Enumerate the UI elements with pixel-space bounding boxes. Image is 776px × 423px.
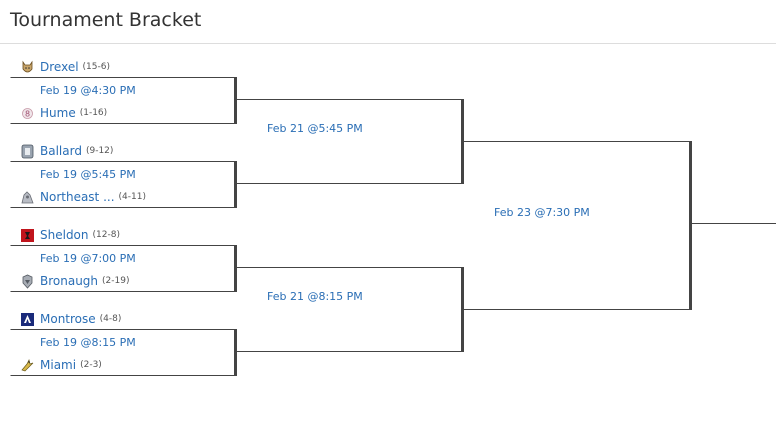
- team-drexel[interactable]: Drexel (15-6): [20, 58, 110, 76]
- montrose-logo-icon: [20, 312, 35, 327]
- svg-text:8: 8: [25, 109, 30, 118]
- team-record: (4-11): [118, 192, 146, 202]
- team-name[interactable]: Hume: [40, 106, 76, 120]
- team-northeast[interactable]: Northeast ... (4-11): [20, 188, 146, 206]
- game-time-r1-1[interactable]: Feb 19 @4:30 PM: [40, 84, 136, 97]
- title-divider: [0, 43, 776, 44]
- game-time-r1-4[interactable]: Feb 19 @8:15 PM: [40, 336, 136, 349]
- game-time-r2-1[interactable]: Feb 21 @5:45 PM: [267, 122, 363, 135]
- team-record: (15-6): [82, 62, 110, 72]
- northeast-logo-icon: [20, 190, 35, 205]
- game-time-r1-3[interactable]: Feb 19 @7:00 PM: [40, 252, 136, 265]
- team-name[interactable]: Bronaugh: [40, 274, 99, 288]
- game-time-r2-2[interactable]: Feb 21 @8:15 PM: [267, 290, 363, 303]
- team-name[interactable]: Miami: [40, 358, 77, 372]
- sheldon-logo-icon: [20, 228, 35, 243]
- game-time-r3-1[interactable]: Feb 23 @7:30 PM: [494, 206, 590, 219]
- team-record: (9-12): [85, 146, 114, 156]
- team-record: (1-16): [79, 108, 108, 118]
- page-title: Tournament Bracket: [10, 9, 202, 31]
- h-logo-icon: 8: [20, 106, 35, 121]
- bronaugh-logo-icon: [20, 274, 35, 289]
- team-bronaugh[interactable]: Bronaugh (2-19): [20, 272, 129, 290]
- ballard-logo-icon: [20, 144, 35, 159]
- team-name[interactable]: Northeast ...: [40, 190, 115, 204]
- team-montrose[interactable]: Montrose (4-8): [20, 310, 121, 328]
- game-time-r1-2[interactable]: Feb 19 @5:45 PM: [40, 168, 136, 181]
- team-sheldon[interactable]: Sheldon (12-8): [20, 226, 120, 244]
- team-record: (12-8): [92, 230, 120, 240]
- r2-bracket-1: [235, 99, 463, 184]
- r3-bracket-1: [462, 141, 691, 310]
- miami-logo-icon: [20, 358, 35, 373]
- team-name[interactable]: Ballard: [40, 144, 82, 158]
- bulldog-logo-icon: [20, 60, 35, 75]
- team-record: (4-8): [99, 314, 122, 324]
- r2-bracket-2: [235, 267, 463, 352]
- team-miami[interactable]: Miami (2-3): [20, 356, 102, 374]
- team-ballard[interactable]: Ballard (9-12): [20, 142, 113, 160]
- team-name[interactable]: Sheldon: [40, 228, 89, 242]
- team-record: (2-19): [102, 276, 130, 286]
- team-name[interactable]: Montrose: [40, 312, 96, 326]
- team-hume[interactable]: 8 Hume (1-16): [20, 104, 107, 122]
- team-record: (2-3): [80, 360, 102, 370]
- team-name[interactable]: Drexel: [40, 60, 79, 74]
